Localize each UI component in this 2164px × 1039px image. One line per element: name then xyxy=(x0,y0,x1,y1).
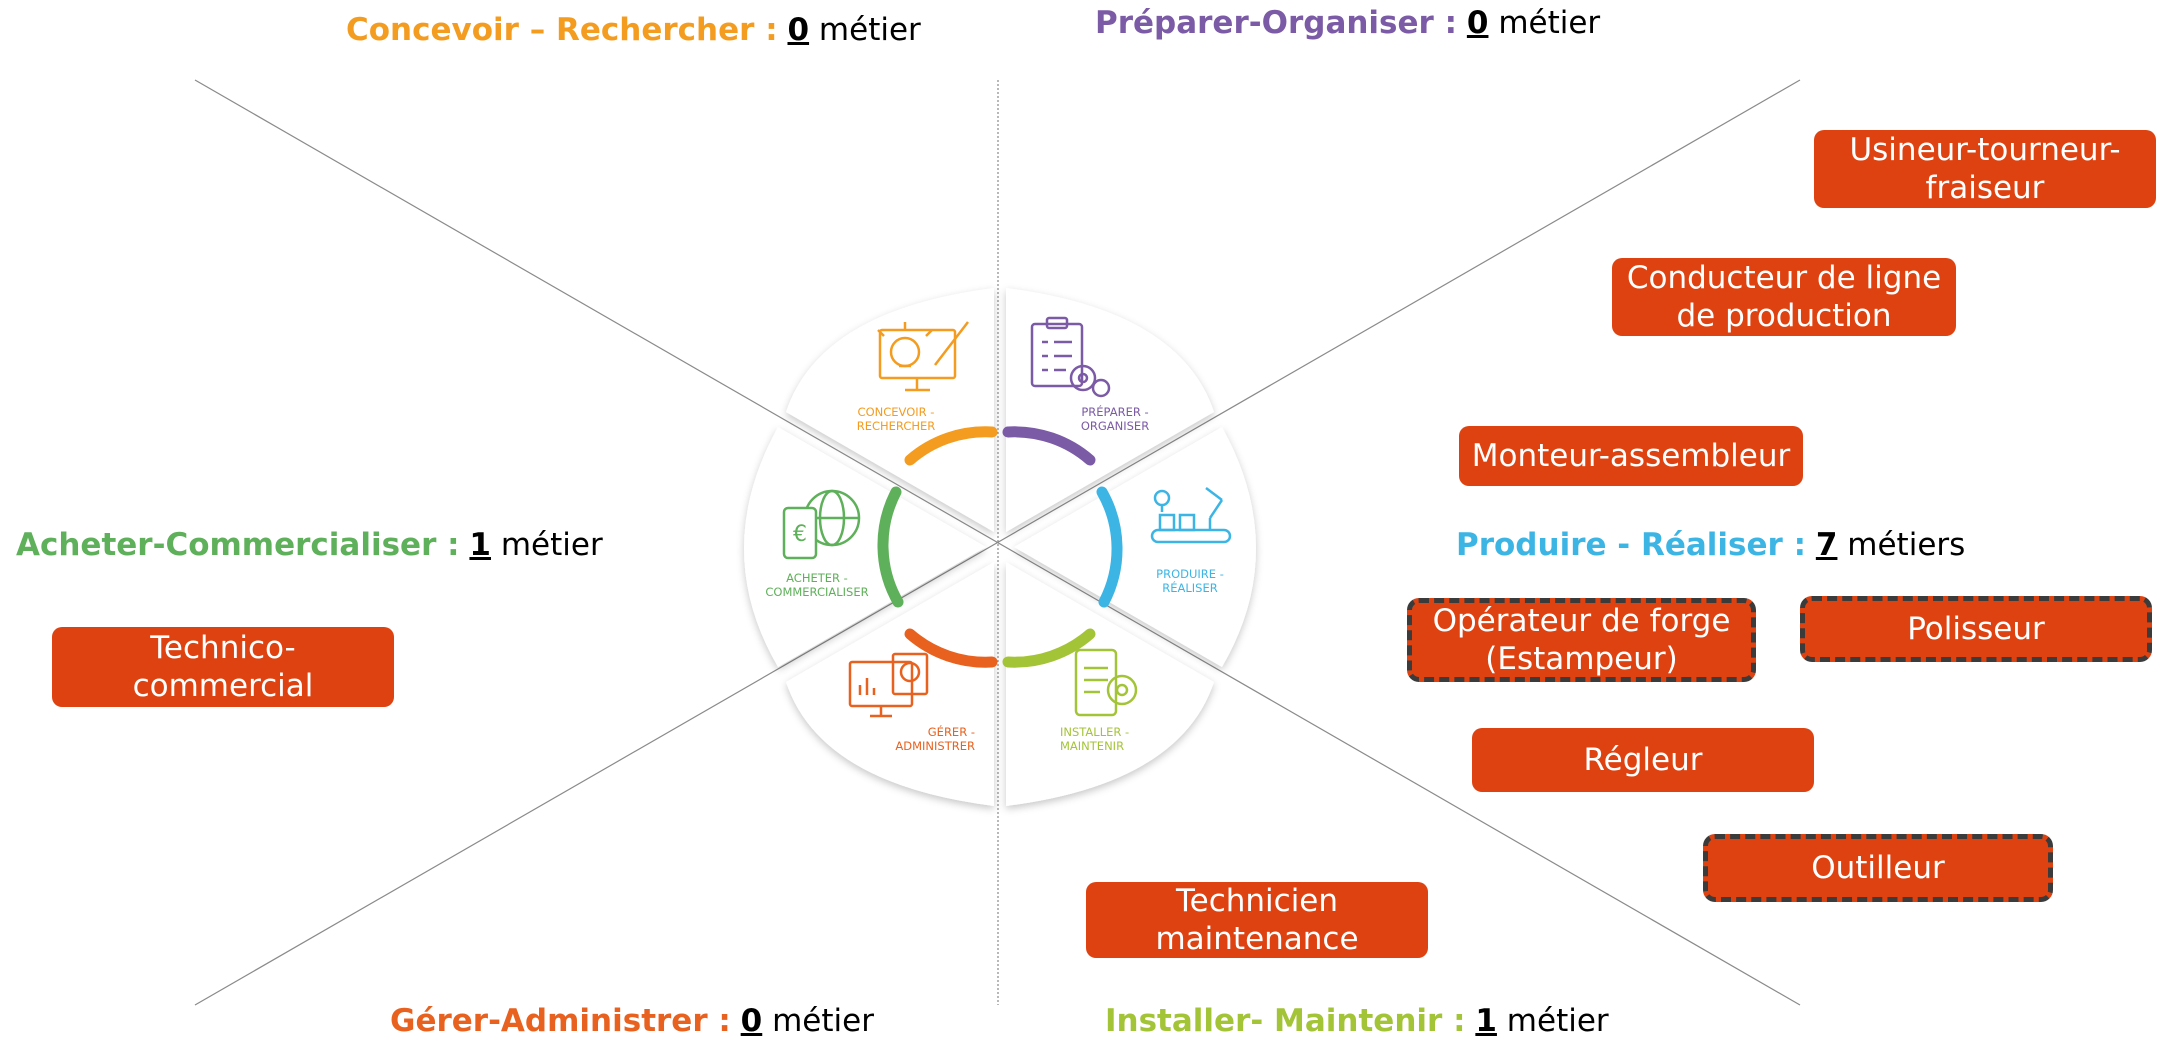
job-polisseur: Polisseur xyxy=(1800,596,2152,662)
header-count: 7 xyxy=(1815,527,1838,563)
job-outilleur: Outilleur xyxy=(1703,834,2053,902)
header-unit: métier xyxy=(772,1003,874,1039)
header-unit: métier xyxy=(1498,5,1601,41)
wheel-segment-preparer xyxy=(1006,288,1214,532)
header-category: Préparer-Organiser : xyxy=(1095,5,1458,41)
header-category: Installer- Maintenir : xyxy=(1105,1003,1466,1039)
header-unit: métier xyxy=(818,12,921,48)
job-technico-commercial: Technico-commercial xyxy=(52,627,394,707)
header-count: 0 xyxy=(787,12,810,48)
clipboard-gears-icon xyxy=(1030,316,1111,398)
wheel-segment-concevoir xyxy=(786,288,994,532)
header-count: 0 xyxy=(740,1003,763,1039)
robot-arm-conveyor-icon xyxy=(1150,487,1232,544)
job-monteur-assembleur: Monteur-assembleur xyxy=(1459,426,1803,486)
ring-arc-preparer xyxy=(1002,426,1096,466)
header-concevoir: Concevoir – Rechercher : 0 métier xyxy=(346,15,921,46)
tablet-gear-icon xyxy=(1074,648,1138,717)
wheel-label-installer-2: MAINTENIR xyxy=(1060,739,1124,753)
wheel-segment-produire xyxy=(1014,427,1256,667)
wheel-label-preparer-2: ORGANISER xyxy=(1081,419,1149,433)
wheel-label-installer-1: INSTALLER - xyxy=(1060,725,1129,739)
wheel-label-concevoir-1: CONCEVOIR - xyxy=(858,405,935,419)
header-gerer: Gérer-Administrer : 0 métier xyxy=(390,1006,874,1037)
ring-arc-produire xyxy=(1096,486,1123,608)
ring-arc-gerer xyxy=(904,628,998,668)
wheel-label-acheter-2: COMMERCIALISER xyxy=(765,585,868,599)
header-count: 1 xyxy=(469,527,491,563)
header-installer: Installer- Maintenir : 1 métier xyxy=(1105,1006,1609,1037)
header-count: 0 xyxy=(1466,5,1489,41)
wheel-segment-gerer xyxy=(786,562,994,806)
header-category: Concevoir – Rechercher : xyxy=(346,12,778,48)
job-usineur-tourneur-fraiseur: Usineur-tourneur-fraiseur xyxy=(1814,130,2156,208)
header-unit: métier xyxy=(500,527,603,563)
wheel-label-gerer-2: ADMINISTRER xyxy=(895,739,975,753)
lightbulb-drawing-icon xyxy=(877,321,969,392)
globe-euro-tablet-icon: € xyxy=(782,489,861,560)
diagonal-line-2 xyxy=(194,79,1801,1006)
svg-text:€: € xyxy=(793,522,807,547)
wheel-label-produire-1: PRODUIRE - xyxy=(1156,567,1224,581)
ring-arc-installer xyxy=(1002,628,1096,668)
ring-arc-concevoir xyxy=(904,426,998,466)
ring-arc-acheter xyxy=(877,486,904,608)
header-count: 1 xyxy=(1475,1003,1497,1039)
job-regleur: Régleur xyxy=(1472,728,1814,792)
job-technicien-maintenance: Technicien maintenance xyxy=(1086,882,1428,958)
header-category: Acheter-Commercialiser : xyxy=(16,527,460,563)
header-acheter: Acheter-Commercialiser : 1 métier xyxy=(16,530,603,561)
wheel-label-acheter-1: ACHETER - xyxy=(786,571,848,585)
header-produire: Produire - Réaliser : 7 métiers xyxy=(1456,530,1965,561)
header-unit: métiers xyxy=(1847,527,1966,563)
monitor-charts-icon xyxy=(848,652,929,718)
header-category: Produire - Réaliser : xyxy=(1456,527,1806,563)
wheel-label-preparer-1: PRÉPARER - xyxy=(1081,404,1148,419)
header-preparer: Préparer-Organiser : 0 métier xyxy=(1095,8,1600,39)
header-unit: métier xyxy=(1506,1003,1609,1039)
job-conducteur-ligne: Conducteur de ligne de production xyxy=(1612,258,1956,336)
header-category: Gérer-Administrer : xyxy=(390,1003,731,1039)
job-operateur-forge: Opérateur de forge (Estampeur) xyxy=(1407,598,1756,682)
wheel-label-produire-2: RÉALISER xyxy=(1162,580,1217,595)
wheel-label-concevoir-2: RECHERCHER xyxy=(857,419,936,433)
wheel-label-gerer-1: GÉRER - xyxy=(928,724,975,739)
wheel-segment-acheter xyxy=(744,427,986,667)
